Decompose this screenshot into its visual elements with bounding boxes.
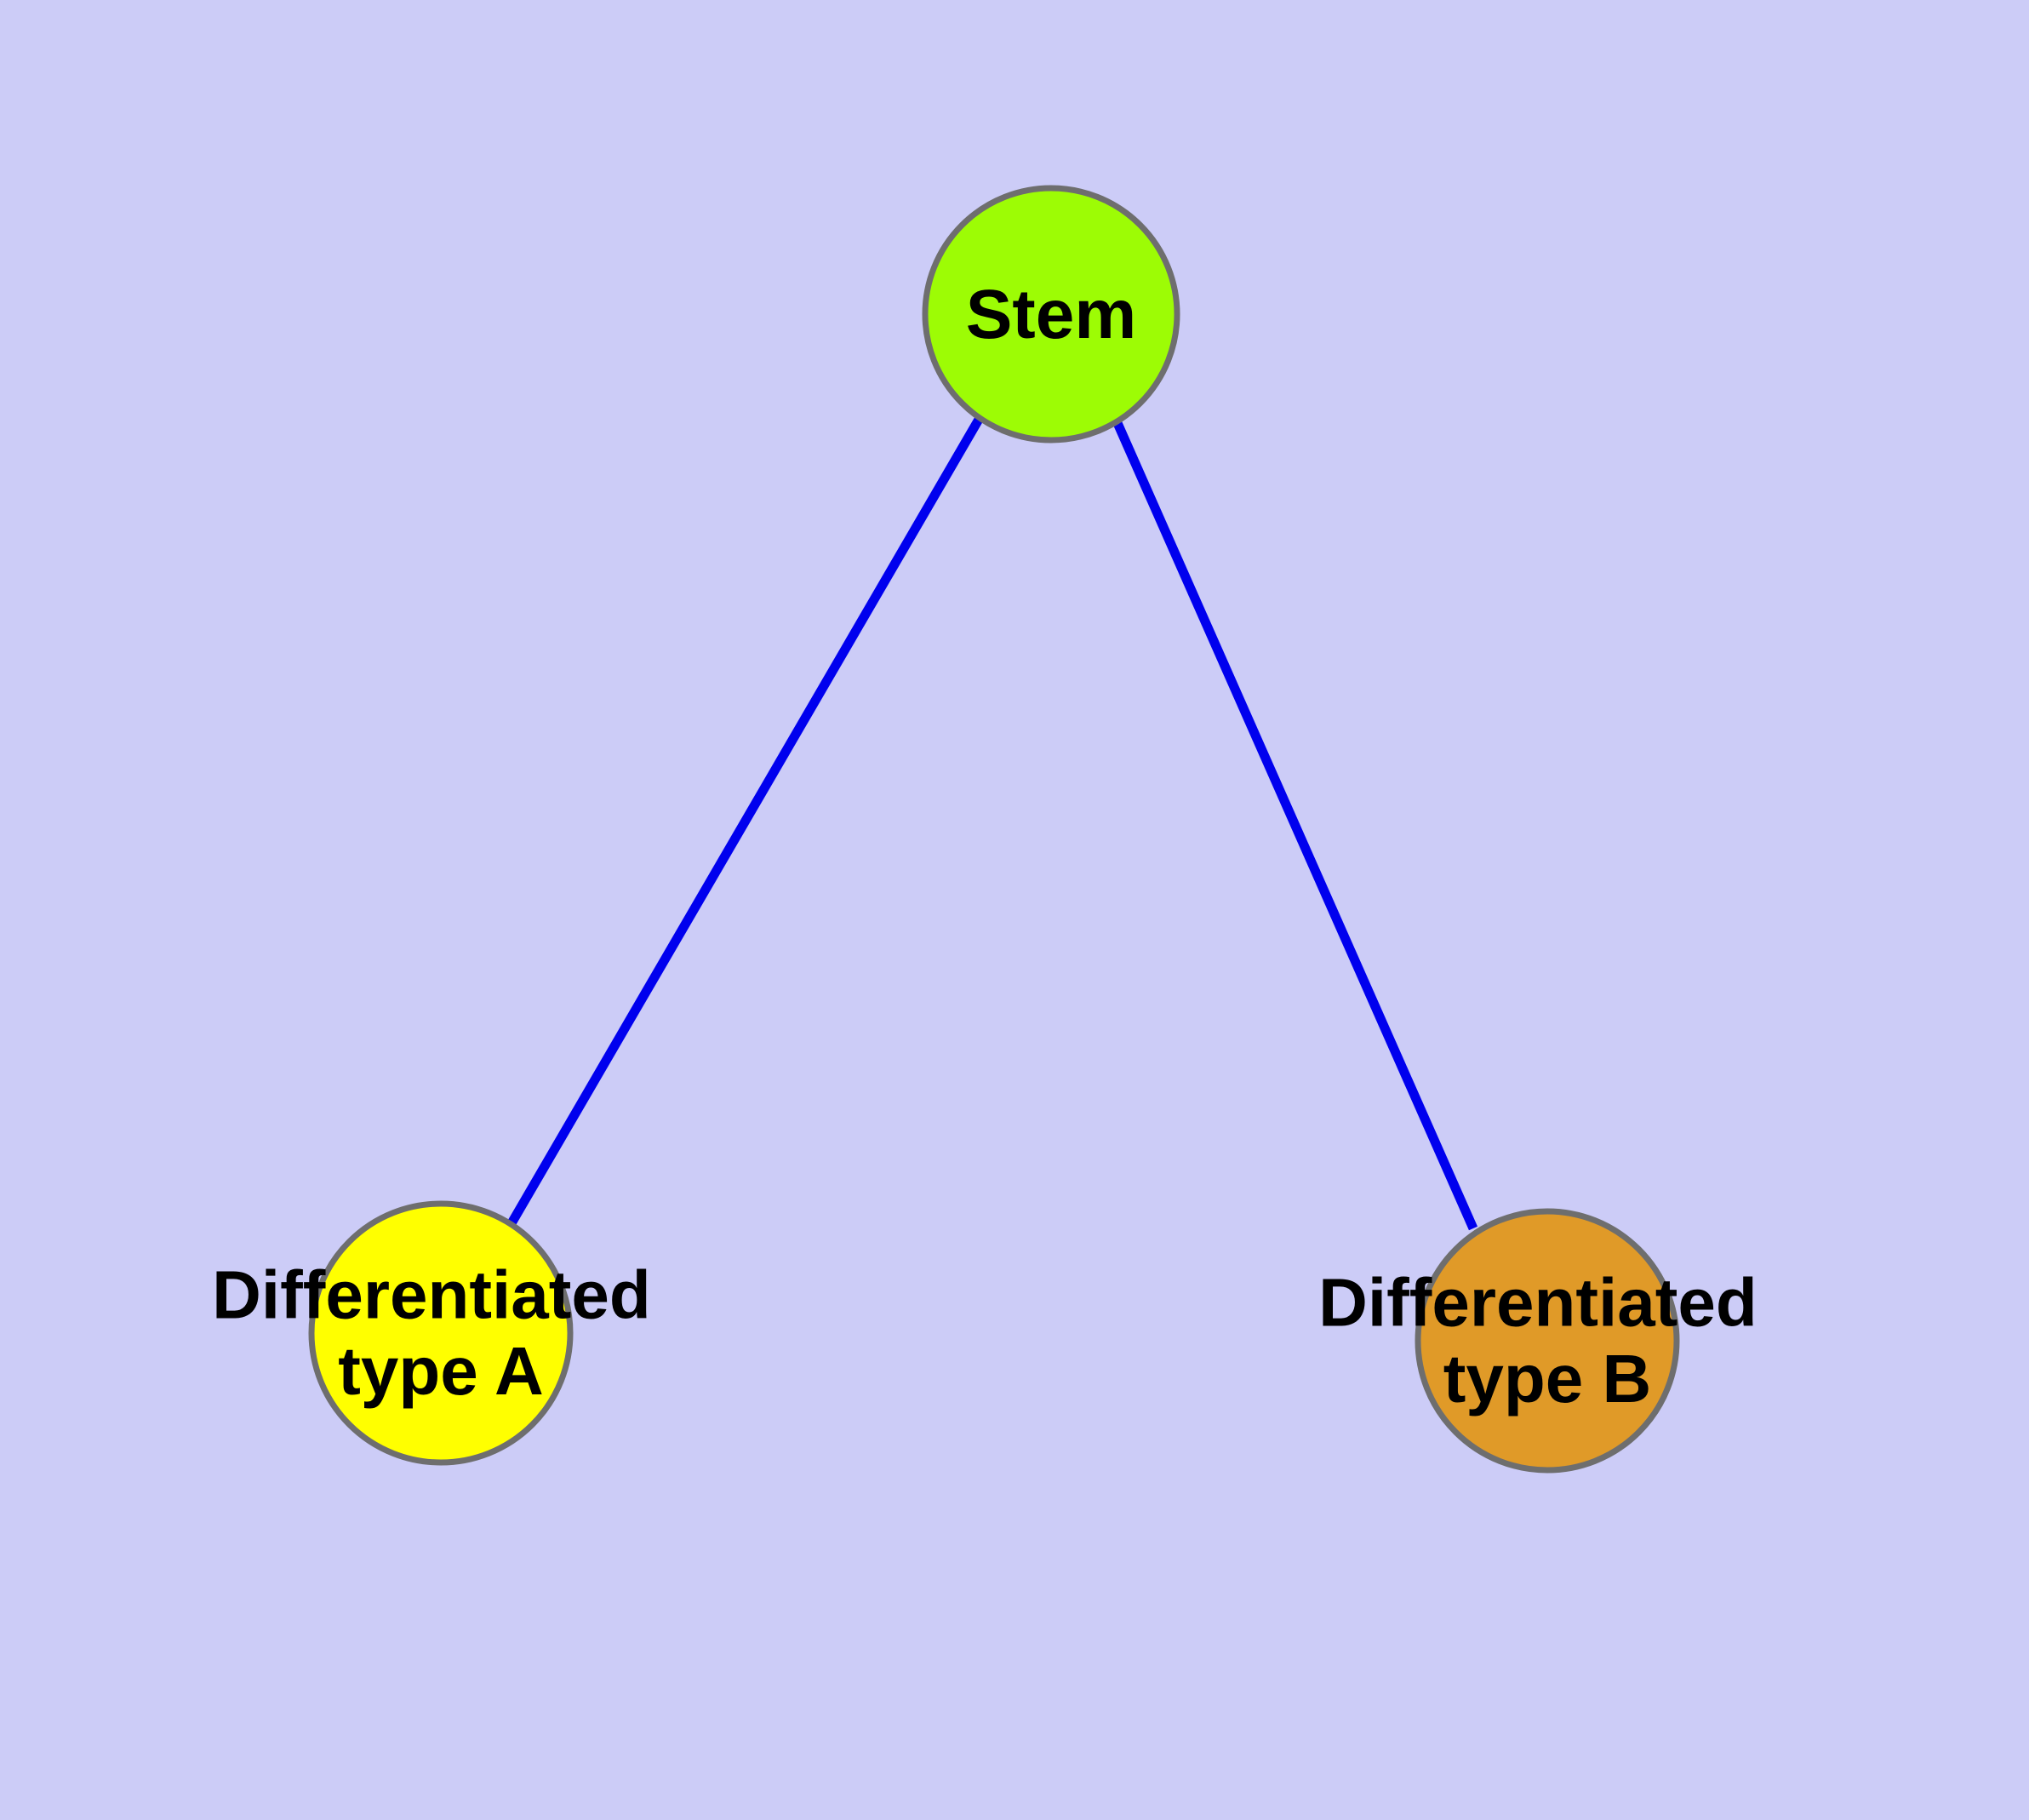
node-differentiated-type-b-label: Differentiated type B	[1318, 1264, 1776, 1417]
edge-stem-to-differentiated-type-a[interactable]	[507, 415, 984, 1226]
edge-layer	[507, 415, 1478, 1231]
node-stem-label: Stem	[966, 276, 1137, 353]
node-differentiated-type-a-label: Differentiated type A	[212, 1256, 670, 1409]
node-layer: Stem Differentiated type A Differentiate…	[212, 185, 1776, 1474]
node-differentiated-type-a-label-line-1: Differentiated	[212, 1256, 651, 1332]
node-differentiated-type-a-circle[interactable]	[308, 1200, 574, 1466]
node-differentiated-type-b[interactable]: Differentiated type B	[1318, 1208, 1776, 1474]
node-stem-circle[interactable]	[922, 185, 1180, 444]
node-differentiated-type-b-label-line-2: type B	[1443, 1341, 1652, 1417]
node-differentiated-type-b-circle[interactable]	[1415, 1208, 1680, 1474]
node-differentiated-type-a[interactable]: Differentiated type A	[212, 1200, 670, 1466]
edge-stem-to-differentiated-type-b[interactable]	[1112, 421, 1478, 1231]
node-stem[interactable]: Stem	[922, 185, 1180, 444]
node-differentiated-type-a-label-line-2: type A	[338, 1333, 544, 1409]
node-differentiated-type-b-label-line-1: Differentiated	[1318, 1264, 1758, 1340]
node-stem-label-line-1: Stem	[966, 276, 1137, 353]
